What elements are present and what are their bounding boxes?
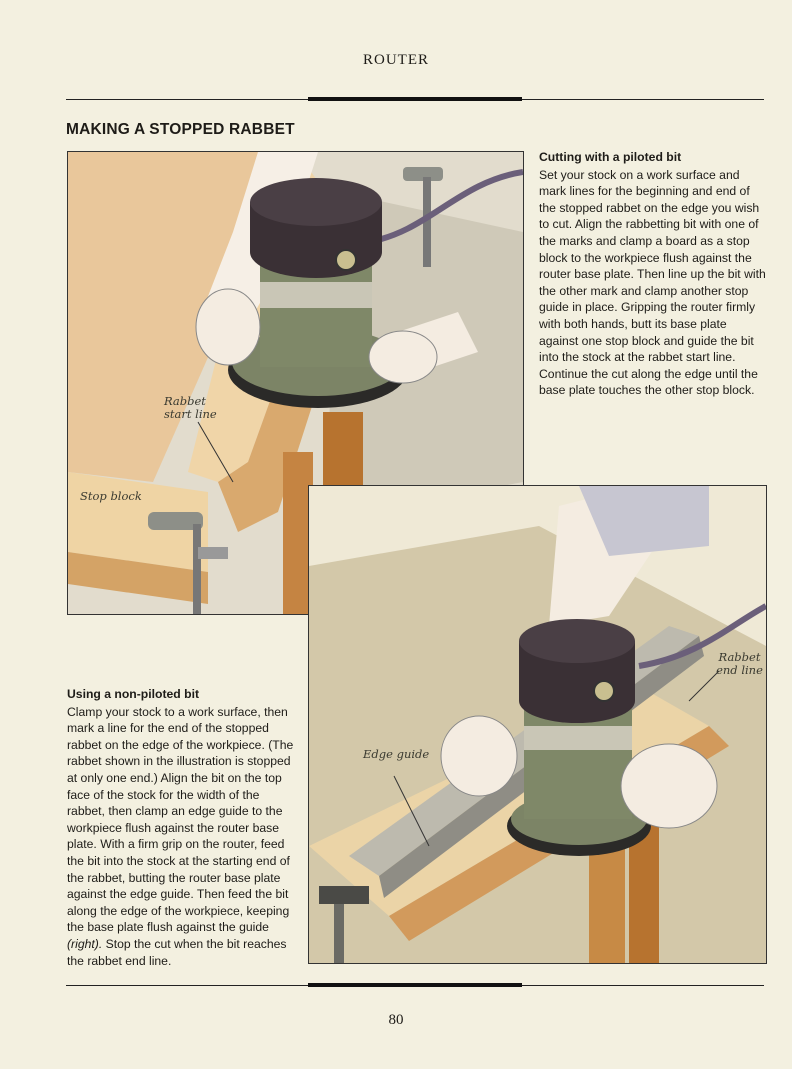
- header-rule: [66, 97, 764, 101]
- illustration-non-piloted-bit: [308, 485, 767, 964]
- piloted-bit-heading: Cutting with a piloted bit: [539, 150, 682, 164]
- non-piloted-bit-body: Clamp your stock to a work surface, then…: [67, 704, 294, 968]
- callout-stop-block: Stop block: [80, 489, 142, 503]
- page-number: 80: [388, 1012, 404, 1028]
- callout-edge-guide: Edge guide: [363, 747, 430, 761]
- non-piloted-bit-heading: Using a non-piloted bit: [67, 687, 200, 701]
- footer-rule: [66, 983, 764, 987]
- non-piloted-bit-text: Using a non-piloted bit Clamp your stock…: [67, 686, 297, 969]
- running-head: ROUTER: [363, 52, 429, 68]
- section-title: MAKING A STOPPED RABBET: [66, 121, 295, 138]
- callout-rabbet-end-line: Rabbet end line: [716, 650, 763, 677]
- callout-rabbet-start-line: Rabbet start line: [164, 394, 217, 421]
- piloted-bit-text: Cutting with a piloted bit Set your stoc…: [539, 149, 767, 399]
- emphasis-right: (right).: [67, 936, 103, 951]
- piloted-bit-body: Set your stock on a work surface and mar…: [539, 167, 766, 398]
